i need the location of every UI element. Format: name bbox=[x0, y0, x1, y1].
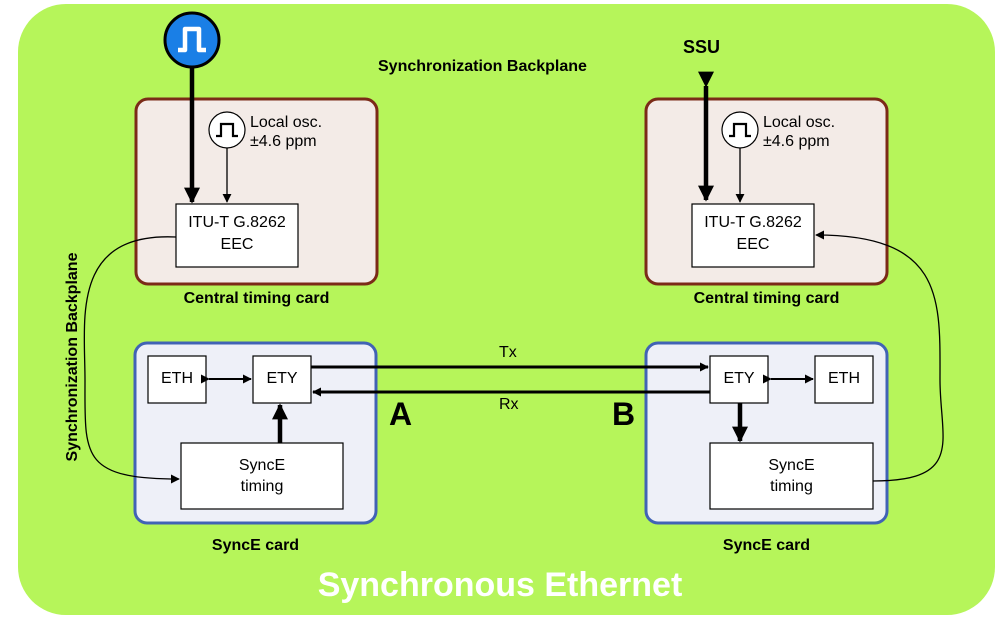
eec-box-left bbox=[175, 203, 299, 268]
oscillator-icon bbox=[721, 111, 759, 149]
backplane-label-side: Synchronization Backplane bbox=[64, 252, 81, 461]
synce-timing-label-line2-left: timing bbox=[240, 478, 284, 495]
synchronous-ethernet-title: Synchronous Ethernet bbox=[317, 566, 683, 604]
osc-label-line1-right: Local osc. bbox=[763, 114, 836, 131]
rx-label: Rx bbox=[499, 396, 519, 413]
eec-label-line2-left: EEC bbox=[220, 236, 254, 253]
osc-label-line2-right: ±4.6 ppm bbox=[763, 133, 830, 150]
ety-box-left bbox=[252, 355, 312, 404]
backplane-link-right bbox=[815, 230, 944, 482]
eth-box-right bbox=[814, 355, 874, 404]
ety-label-right: ETY bbox=[723, 370, 755, 387]
synce-card-caption-right: SyncE card bbox=[722, 537, 811, 554]
synce-timing-box-right bbox=[709, 442, 874, 510]
synce-timing-label-line2-right: timing bbox=[770, 478, 813, 495]
eec-label-line1-right: ITU-T G.8262 bbox=[704, 214, 802, 231]
tx-label: Tx bbox=[499, 344, 517, 361]
ety-label-left: ETY bbox=[266, 370, 298, 387]
eec-label-line1-left: ITU-T G.8262 bbox=[188, 214, 286, 231]
eth-label-right: ETH bbox=[828, 370, 860, 387]
synce-timing-label-line1-right: SyncE bbox=[768, 457, 815, 474]
eec-box-right bbox=[691, 203, 815, 268]
side-a-label: A bbox=[389, 396, 413, 432]
clock-source-icon bbox=[163, 11, 221, 204]
ety-box-right bbox=[709, 355, 769, 404]
synce-timing-label-line1-left: SyncE bbox=[238, 457, 286, 474]
synce-card-caption-left: SyncE card bbox=[211, 537, 300, 554]
backplane-label-top: Synchronization Backplane bbox=[378, 58, 587, 75]
side-b-label: B bbox=[612, 396, 636, 432]
eec-label-line2-right: EEC bbox=[736, 236, 770, 253]
eth-label-left: ETH bbox=[161, 370, 193, 387]
osc-label-line1-left: Local osc. bbox=[250, 114, 323, 131]
central-timing-card-caption-right: Central timing card bbox=[693, 290, 840, 307]
oscillator-icon bbox=[208, 111, 246, 149]
eth-box-left bbox=[147, 355, 207, 404]
synce-timing-box-left bbox=[180, 442, 344, 510]
ssu-label: SSU bbox=[683, 37, 721, 57]
backplane-link-left bbox=[83, 236, 180, 484]
osc-label-line2-left: ±4.6 ppm bbox=[250, 133, 317, 150]
central-timing-card-caption-left: Central timing card bbox=[183, 290, 330, 307]
